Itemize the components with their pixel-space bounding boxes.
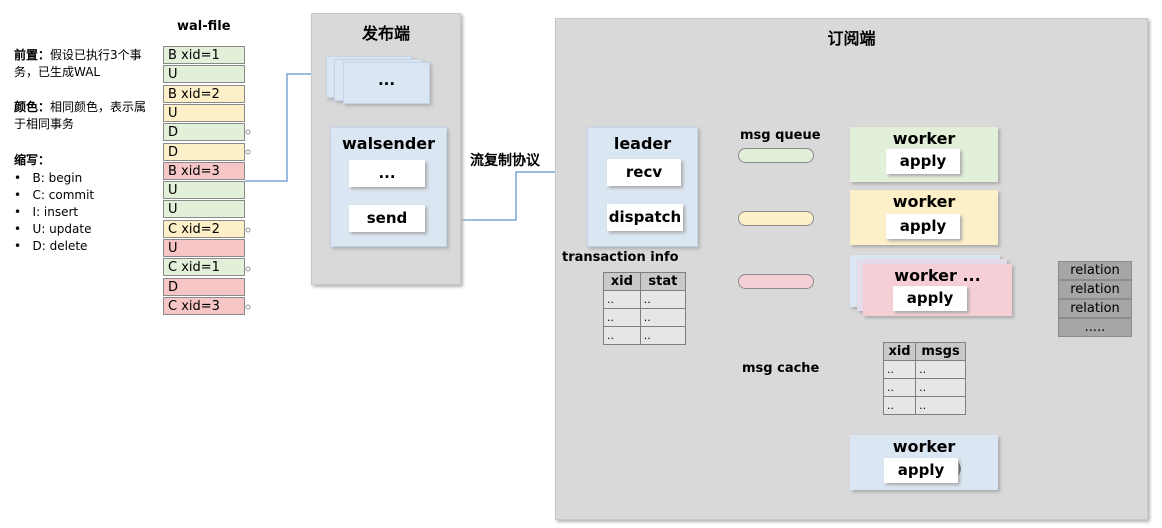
color-note: 颜色：相同颜色，表示属于相同事务 (14, 99, 154, 133)
protocol-label: 流复制协议 (470, 153, 540, 169)
wal-file-title: wal-file (177, 19, 231, 34)
wal-row: C xid=1 (163, 258, 245, 277)
wal-row: U (163, 200, 245, 219)
worker-3: worker ... apply (863, 264, 1012, 316)
relation-item: relation (1058, 280, 1132, 299)
txn-header-stat: stat (639, 272, 687, 291)
leader-title: leader (613, 134, 672, 153)
table-row: .... (882, 360, 966, 379)
wal-row: U (163, 181, 245, 200)
abbr-item: • C: commit (14, 188, 95, 202)
wal-to-publisher-line (245, 68, 324, 182)
relation-item: ..... (1058, 318, 1132, 337)
worker-1: worker apply (850, 127, 998, 182)
wal-row: B xid=2 (163, 84, 245, 103)
walsender-title: walsender (341, 134, 436, 153)
worker-1-title: worker (892, 129, 956, 148)
transaction-info-label: transaction info (562, 250, 679, 265)
premise-label: 前置： (14, 48, 51, 62)
abbr-label: 缩写： (14, 153, 51, 167)
relation-item: relation (1058, 261, 1132, 280)
worker-2-title: worker (892, 192, 956, 211)
cache-header-msgs: msgs (915, 342, 966, 361)
dispatch-box: dispatch (607, 204, 683, 231)
wal-row: U (163, 239, 245, 257)
msg-queue-2 (738, 211, 814, 226)
msg-cache-label: msg cache (742, 361, 820, 376)
wal-row: U (163, 65, 245, 84)
cache-header-xid: xid (882, 342, 917, 361)
apply-box: apply (886, 149, 960, 174)
wal-row: C xid=3 (163, 296, 245, 315)
wal-row: D (163, 277, 245, 296)
wal-row: B xid=3 (163, 161, 245, 180)
msg-queue-3 (738, 274, 814, 289)
premise-text: 假设已执行3个事务，已生成WAL (14, 48, 142, 79)
abbr-item: • B: begin (14, 171, 83, 185)
send-box: send (349, 205, 425, 232)
color-text: 相同颜色，表示属于相同事务 (14, 100, 147, 131)
msg-queue-1 (738, 148, 814, 163)
wal-row: D (163, 142, 245, 161)
apply-box: apply (893, 286, 967, 311)
msg-queue-label: msg queue (740, 128, 821, 143)
abbr-list: • B: begin • C: commit • I: insert • U: … (14, 170, 94, 255)
walsender-ellipsis: ... (349, 160, 425, 187)
table-row: .... (603, 308, 687, 327)
publisher-title: 发布端 (361, 24, 410, 43)
wal-row: C xid=2 (163, 219, 245, 238)
premise-note: 前置：假设已执行3个事务，已生成WAL (14, 47, 154, 81)
table-row: .... (882, 378, 966, 397)
worker-remain: worker（remain） apply (850, 435, 998, 490)
txn-header-xid: xid (603, 272, 641, 291)
recv-box: recv (607, 159, 681, 186)
apply-box: apply (884, 458, 958, 483)
abbr-item: • D: delete (14, 239, 88, 253)
table-row: .... (603, 290, 687, 309)
worker-3-title: worker ... (894, 266, 981, 285)
wal-row: D (163, 123, 245, 142)
wal-row: U (163, 103, 245, 122)
subscriber-title: 订阅端 (827, 29, 876, 48)
abbr-item: • U: update (14, 222, 92, 236)
wal-stack-card: ... (343, 62, 430, 104)
abbr-item: • I: insert (14, 205, 79, 219)
leader-box: leader recv dispatch (587, 127, 698, 247)
color-label: 颜色： (14, 100, 51, 114)
walsender-box: walsender ... send (330, 127, 447, 247)
abbr-note: 缩写： (14, 152, 50, 169)
wal-row: B xid=1 (163, 46, 245, 64)
apply-box: apply (886, 214, 960, 239)
table-row: .... (882, 396, 966, 415)
worker-2: worker apply (850, 190, 998, 245)
relation-item: relation (1058, 299, 1132, 318)
table-row: .... (603, 326, 687, 345)
